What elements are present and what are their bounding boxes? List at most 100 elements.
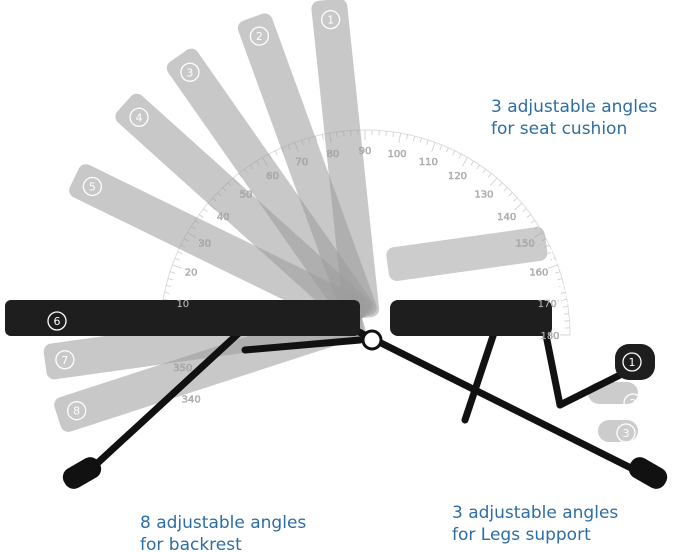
protractor-tick xyxy=(174,257,180,261)
protractor-tick xyxy=(503,187,508,192)
leg-position-3-badge xyxy=(616,423,636,443)
protractor-tick xyxy=(198,214,204,218)
seat-caption-line1: 3 adjustable angles xyxy=(491,97,658,117)
backrest-position-2-badge-label: 2 xyxy=(256,30,263,43)
protractor-label: 170 xyxy=(538,299,557,310)
protractor-tick xyxy=(557,278,563,281)
protractor-label: 30 xyxy=(198,239,211,250)
backrest-position-1-badge-label: 1 xyxy=(327,14,334,27)
protractor-tick xyxy=(548,264,558,269)
protractor-tick xyxy=(556,299,567,302)
backrest-ghost-pad xyxy=(166,48,374,326)
frame-tube xyxy=(86,328,244,474)
protractor-tick xyxy=(522,208,527,213)
protractor-label: 60 xyxy=(266,171,279,182)
protractor-tick xyxy=(508,192,513,197)
protractor-tick xyxy=(513,197,518,202)
backrest-position-5-badge-label: 5 xyxy=(89,180,96,193)
protractor-label: 20 xyxy=(185,268,198,279)
seat-pad xyxy=(390,300,552,336)
protractor-tick xyxy=(452,150,456,156)
backrest-position-7-badge xyxy=(55,350,75,370)
protractor-label: 100 xyxy=(388,149,407,160)
protractor-label: 140 xyxy=(497,212,516,223)
backrest-ghost-4 xyxy=(115,93,371,329)
leg-position-3-badge-label: 3 xyxy=(623,427,630,440)
protractor-label: 150 xyxy=(516,239,535,250)
backrest-position-7-badge-label: 7 xyxy=(61,354,68,367)
protractor-tick xyxy=(462,157,468,167)
frame-tube xyxy=(556,366,634,409)
protractor-label: 80 xyxy=(327,149,340,160)
protractor-label: 40 xyxy=(217,212,230,223)
backrest-position-8-badge xyxy=(67,401,87,421)
rear-foot xyxy=(628,457,668,489)
protractor-tick xyxy=(555,271,561,274)
protractor-tick xyxy=(274,150,278,156)
protractor-label: 160 xyxy=(529,268,548,279)
protractor-tick xyxy=(165,285,172,288)
backrest-position-8-badge-label: 8 xyxy=(73,405,80,418)
protractor-tick xyxy=(458,153,462,159)
backrest-caption-line2: for backrest xyxy=(140,535,242,552)
protractor-tick xyxy=(431,142,436,152)
protractor-tick xyxy=(498,182,503,187)
backrest-position-3-badge xyxy=(180,62,200,82)
seat-caption-line2: for seat cushion xyxy=(491,119,628,139)
protractor-tick xyxy=(392,131,394,138)
protractor-tick xyxy=(321,134,324,140)
protractor-label: 120 xyxy=(448,171,467,182)
protractor-label: 90 xyxy=(359,146,372,157)
leg-position-1-badge xyxy=(622,352,642,372)
protractor-tick xyxy=(560,291,566,294)
protractor-tick xyxy=(563,313,569,315)
protractor-label: 350 xyxy=(173,363,192,374)
leg-position-2-badge xyxy=(623,393,643,413)
frame-tube xyxy=(241,336,364,354)
protractor-tick xyxy=(487,173,492,178)
protractor-label: 10 xyxy=(176,299,189,310)
protractor-tick xyxy=(470,160,474,166)
protractor-tick xyxy=(385,131,387,137)
protractor-label: 50 xyxy=(240,189,253,200)
protractor-tick xyxy=(476,164,480,170)
backrest-position-1-badge xyxy=(320,9,341,30)
protractor-tick xyxy=(167,278,173,281)
frame-tube xyxy=(461,326,499,424)
protractor-tick xyxy=(439,144,443,150)
protractor-tick xyxy=(164,291,170,294)
backrest-ghost-1 xyxy=(311,0,380,320)
backrest-position-5-badge xyxy=(82,176,103,197)
seat-position-1-badge-label: 1 xyxy=(557,248,564,261)
backrest-ghost-pad xyxy=(69,164,368,332)
backrest-pad xyxy=(5,300,360,336)
hinge xyxy=(361,329,383,351)
protractor-tick xyxy=(412,135,415,142)
backrest-ghost-pad xyxy=(237,13,377,322)
backrest-position-4-badge-label: 4 xyxy=(136,111,143,124)
leg-position-1-badge-label: 1 xyxy=(629,356,636,369)
protractor-tick xyxy=(177,251,183,255)
protractor-tick xyxy=(490,177,498,186)
frame-tube xyxy=(541,326,564,409)
protractor-tick xyxy=(398,133,401,144)
protractor-label: 340 xyxy=(182,394,201,405)
protractor-tick xyxy=(406,134,409,140)
protractor-tick xyxy=(172,264,182,269)
protractor-tick xyxy=(445,147,449,153)
seat-position-2-badge xyxy=(556,284,576,304)
legs-caption-line2: for Legs support xyxy=(452,525,591,545)
protractor-tick xyxy=(203,208,208,213)
backrest-position-3-badge-label: 3 xyxy=(186,66,193,79)
protractor-tick xyxy=(526,214,532,218)
backrest-ghost-3 xyxy=(166,48,374,326)
leg-ghost-3 xyxy=(598,420,638,442)
backrest-position-6-badge xyxy=(47,311,67,331)
seat-caption: 3 adjustable angles for seat cushion xyxy=(491,96,657,140)
backrest-position-4-badge xyxy=(129,107,149,127)
leg-roller xyxy=(615,344,655,380)
protractor-tick xyxy=(169,271,175,274)
backrest-position-2-badge xyxy=(249,26,270,46)
